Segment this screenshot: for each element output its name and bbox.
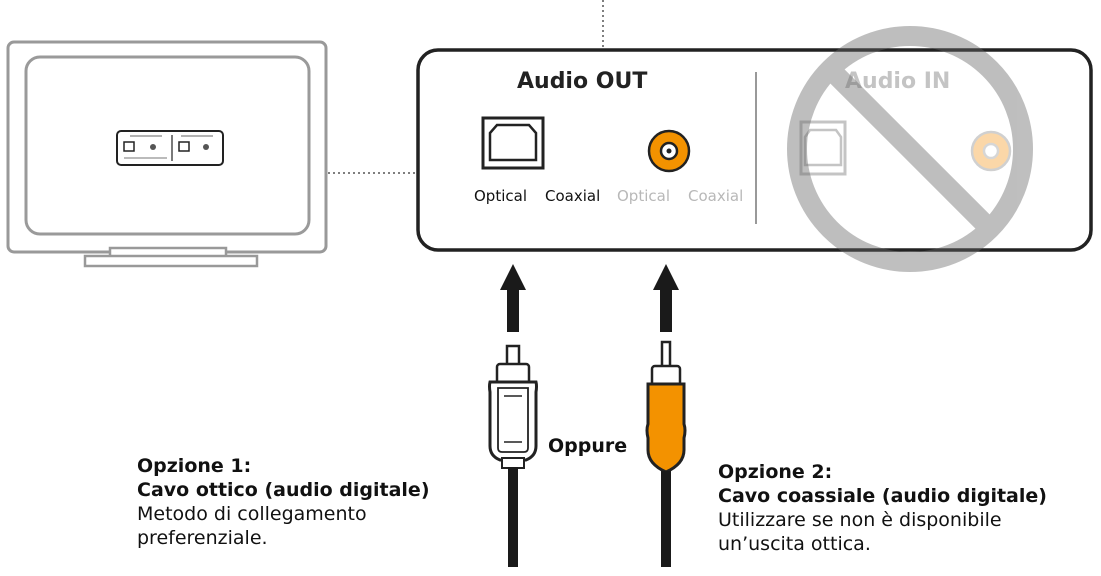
optical-cable-icon (488, 344, 538, 567)
port-label-coaxial-in: Coaxial (688, 187, 743, 205)
option-1-description-line-2: preferenziale. (137, 527, 268, 549)
option-1-block: Opzione 1: Cavo ottico (audio digitale) … (137, 454, 430, 550)
coaxial-cable-icon (645, 340, 687, 567)
option-1-subheading: Cavo ottico (audio digitale) (137, 479, 430, 501)
optical-port-in-icon (799, 120, 847, 176)
option-1-description-line-1: Metodo di collegamento (137, 503, 367, 525)
option-1-heading: Opzione 1: (137, 455, 252, 477)
coaxial-port-out-icon (647, 129, 691, 173)
coaxial-port-in-icon (970, 130, 1012, 172)
tv-illustration (6, 40, 328, 268)
port-label-optical-in: Optical (617, 187, 670, 205)
option-2-heading: Opzione 2: (718, 461, 833, 483)
audio-out-title: Audio OUT (517, 69, 647, 94)
arrow-up-coaxial-icon (653, 264, 679, 332)
tv-mini-panel (116, 130, 224, 166)
arrow-up-optical-icon (500, 264, 526, 332)
no-entry-icon (787, 26, 1033, 272)
port-label-coaxial-out: Coaxial (545, 187, 600, 205)
port-label-optical-out: Optical (474, 187, 527, 205)
option-2-subheading: Cavo coassiale (audio digitale) (718, 485, 1047, 507)
option-2-block: Opzione 2: Cavo coassiale (audio digital… (718, 460, 1047, 556)
optical-port-out-icon (481, 116, 545, 170)
audio-panel (416, 48, 1093, 252)
option-2-description-line-2: un’uscita ottica. (718, 533, 871, 555)
or-label: Oppure (548, 435, 627, 457)
option-2-description-line-1: Utilizzare se non è disponibile (718, 509, 1002, 531)
audio-in-title: Audio IN (845, 69, 950, 94)
